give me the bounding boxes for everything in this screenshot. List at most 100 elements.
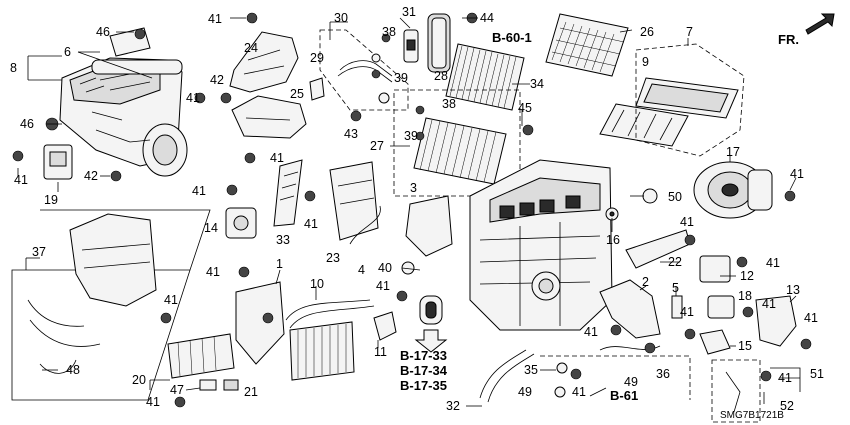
- label-29: 29: [310, 51, 324, 65]
- expansion-valve-31: [403, 29, 419, 63]
- label-41: 41: [680, 305, 694, 319]
- duct-25: [231, 95, 307, 139]
- label-25: 25: [290, 87, 304, 101]
- label-21: 21: [244, 385, 258, 399]
- wire-4: [349, 205, 381, 245]
- label-6: 6: [64, 45, 71, 59]
- label-41: 41: [376, 279, 390, 293]
- gasket-frame: [599, 103, 689, 147]
- connector-47: [199, 379, 217, 391]
- label-39: 39: [404, 129, 418, 143]
- label-42: 42: [210, 73, 224, 87]
- label-20: 20: [132, 373, 146, 387]
- label-41: 41: [164, 293, 178, 307]
- blower-housing-assembly: [59, 27, 188, 177]
- label-14: 14: [204, 221, 218, 235]
- label-41: 41: [208, 12, 222, 26]
- part-labels: 41 46 6 8 24 42 41 25 29 30 38 39 43 31 …: [10, 5, 824, 413]
- clamp-35: [556, 362, 568, 374]
- label-38: 38: [382, 25, 396, 39]
- label-41: 41: [304, 217, 318, 231]
- evaporator-27: [393, 89, 521, 197]
- label-22: 22: [668, 255, 682, 269]
- clip-50: [642, 188, 658, 204]
- label-19: 19: [44, 193, 58, 207]
- label-48: 48: [66, 363, 80, 377]
- label-41: 41: [572, 385, 586, 399]
- filter-26: [545, 13, 629, 77]
- b61-arrow: [589, 387, 607, 397]
- filter-34: [445, 43, 525, 111]
- label-33: 33: [276, 233, 290, 247]
- blower-motor-17: [693, 161, 773, 219]
- pipe-10: [285, 299, 375, 329]
- actuator-19: [43, 144, 73, 180]
- clip-29: [309, 77, 325, 101]
- ref-b17-34: B-17-34: [400, 363, 448, 378]
- label-18: 18: [738, 289, 752, 303]
- label-42: 42: [84, 169, 98, 183]
- label-37: 37: [32, 245, 46, 259]
- label-41: 41: [146, 395, 160, 409]
- duct-23: [329, 161, 379, 241]
- label-51: 51: [810, 367, 824, 381]
- clamp-49: [554, 386, 566, 398]
- grommet-hole: [419, 295, 443, 325]
- label-24: 24: [244, 41, 258, 55]
- label-23: 23: [326, 251, 340, 265]
- cover-1: [235, 281, 285, 365]
- label-5: 5: [672, 281, 679, 295]
- label-4: 4: [358, 263, 365, 277]
- gasket-28: [427, 13, 451, 73]
- heater-sub-20: [167, 333, 235, 379]
- frame-9: [635, 77, 739, 119]
- link-5: [671, 295, 683, 319]
- label-41: 41: [778, 371, 792, 385]
- label-49: 49: [518, 385, 532, 399]
- label-28: 28: [434, 69, 448, 83]
- label-15: 15: [738, 339, 752, 353]
- label-27: 27: [370, 139, 384, 153]
- label-41: 41: [804, 311, 818, 325]
- label-41: 41: [270, 151, 284, 165]
- connector-21: [223, 379, 239, 391]
- label-49: 49: [624, 375, 638, 389]
- label-3: 3: [410, 181, 417, 195]
- duct-33: [273, 159, 303, 227]
- box-37: [11, 209, 211, 401]
- grommet-16: [605, 207, 619, 221]
- duct-2: [599, 279, 661, 339]
- label-30: 30: [334, 11, 348, 25]
- label-43: 43: [344, 127, 358, 141]
- label-31: 31: [402, 5, 416, 19]
- label-9: 9: [642, 55, 649, 69]
- heater-core: [289, 321, 355, 381]
- label-35: 35: [524, 363, 538, 377]
- diagram-code: SMG7B1721B: [720, 410, 784, 421]
- label-36: 36: [656, 367, 670, 381]
- label-41: 41: [790, 167, 804, 181]
- ref-b60-1: B-60-1: [492, 30, 532, 45]
- sensor-15: [699, 329, 731, 355]
- clip-11: [373, 311, 397, 341]
- label-16: 16: [606, 233, 620, 247]
- front-arrow-indicator: FR.: [778, 13, 835, 47]
- ref-b17-35: B-17-35: [400, 378, 447, 393]
- label-52: 52: [780, 399, 794, 413]
- label-13: 13: [786, 283, 800, 297]
- hose-32: [479, 349, 535, 403]
- label-41: 41: [680, 215, 694, 229]
- label-47: 47: [170, 383, 184, 397]
- label-41: 41: [14, 173, 28, 187]
- ref-b61: B-61: [610, 388, 638, 403]
- label-32: 32: [446, 399, 460, 413]
- label-38: 38: [442, 97, 456, 111]
- label-26: 26: [640, 25, 654, 39]
- label-41: 41: [584, 325, 598, 339]
- label-39: 39: [394, 71, 408, 85]
- label-50: 50: [668, 190, 682, 204]
- duct-3: [405, 195, 453, 257]
- label-8: 8: [10, 61, 17, 75]
- leader-lines: [17, 17, 800, 407]
